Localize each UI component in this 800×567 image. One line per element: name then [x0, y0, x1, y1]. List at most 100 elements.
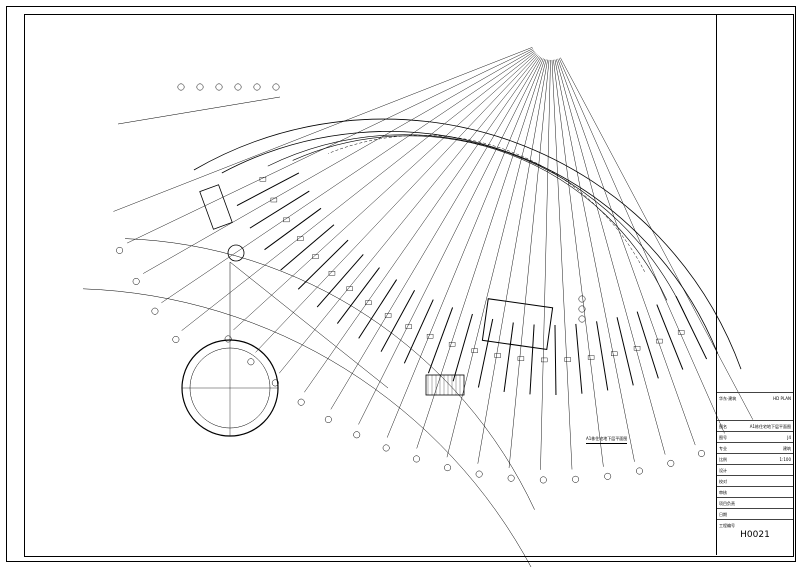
- grid-axis-bubble: [698, 450, 705, 457]
- radial-grid-line: [557, 58, 696, 446]
- grid-axis-bubble: [224, 335, 232, 343]
- grid-axis-bubble: [215, 83, 223, 91]
- plan-arc: [267, 134, 688, 319]
- room-partition: [675, 295, 708, 360]
- plan-arc: [83, 288, 532, 567]
- room-partition: [236, 172, 300, 207]
- room-partition: [380, 289, 416, 352]
- header-right-text: HD PLAN: [773, 396, 791, 401]
- title-block-row: 图名 A1栋住宅地下层平面图: [717, 420, 793, 433]
- grid-axis-bubble: [151, 307, 159, 315]
- stair-core: [227, 244, 245, 262]
- grid-axis-bubble: [297, 398, 305, 406]
- plan-arc: [221, 131, 719, 354]
- furniture-block: [471, 348, 478, 353]
- radial-grid-line: [358, 57, 543, 425]
- radial-grid-line: [113, 47, 533, 212]
- furniture-block: [517, 356, 525, 361]
- furniture-block: [426, 334, 434, 339]
- radial-grid-line: [558, 58, 725, 434]
- room-partition: [403, 299, 434, 364]
- title-block-label: 图号: [719, 435, 727, 440]
- room-partition: [358, 279, 398, 339]
- title-block-label: 专业: [719, 446, 727, 451]
- grid-axis-bubble: [272, 83, 280, 91]
- title-block-label: 审核: [719, 490, 727, 495]
- grid-axis-bubble: [572, 475, 580, 483]
- grid-axis-bubble: [353, 431, 361, 439]
- grid-axis-bubble: [196, 83, 204, 91]
- grid-axis-bubble: [247, 358, 255, 366]
- grid-axis-bubble: [234, 83, 242, 91]
- grid-axis-bubble: [172, 336, 180, 343]
- title-block-label: 工程编号: [719, 523, 735, 528]
- room-partition: [316, 254, 364, 308]
- title-block-label: 图名: [719, 424, 727, 429]
- furniture-block: [384, 313, 392, 318]
- grid-axis-bubble: [636, 467, 643, 475]
- header-left-text: 华东·建筑: [719, 396, 737, 401]
- furniture-block: [270, 197, 278, 203]
- room-partition: [477, 318, 494, 388]
- furniture-block: [677, 330, 685, 335]
- room-partition: [427, 307, 454, 374]
- title-block-value: A1栋住宅地下层平面图: [749, 424, 791, 429]
- grid-axis-bubble: [604, 472, 612, 480]
- radial-grid-line: [560, 57, 754, 420]
- title-block-label: 校对: [719, 479, 727, 484]
- dimension-line: [117, 96, 281, 125]
- radial-grid-line: [446, 59, 547, 458]
- radial-grid-line: [255, 54, 538, 353]
- right-wing-block: [481, 298, 554, 350]
- grid-axis-bubble: [413, 455, 420, 463]
- radial-grid-line: [330, 57, 541, 410]
- furniture-block: [541, 357, 548, 363]
- radial-grid-line: [554, 59, 635, 462]
- sheet-number: H0021: [740, 530, 770, 540]
- plan-arc: [328, 135, 645, 272]
- stair-block: [425, 374, 465, 396]
- title-block-row: 项目负责: [717, 497, 793, 510]
- radial-grid-line: [551, 59, 573, 470]
- title-block-row: 日期: [717, 508, 793, 521]
- room-partition: [503, 322, 514, 392]
- room-partition: [452, 313, 473, 382]
- title-block-row: 专业建筑: [717, 442, 793, 455]
- plan-arc: [193, 118, 742, 370]
- grid-axis-bubble: [578, 305, 586, 313]
- grid-axis-bubble: [507, 474, 515, 482]
- furniture-block: [494, 353, 501, 358]
- furniture-block: [312, 254, 319, 259]
- room-partition: [636, 311, 659, 379]
- inner-border: [24, 14, 794, 557]
- room-partition: [529, 324, 535, 395]
- radial-grid-line: [553, 59, 604, 467]
- furniture-block: [656, 338, 663, 344]
- room-partition: [575, 323, 583, 394]
- radial-grid-line: [279, 55, 539, 374]
- stair-block: [199, 184, 233, 230]
- room-partition: [264, 207, 322, 251]
- grid-axis-bubble: [271, 379, 279, 387]
- title-block-label: 比例: [719, 457, 727, 462]
- grid-axis-bubble: [177, 83, 185, 91]
- title-block-row: 校对: [717, 475, 793, 488]
- title-block-label: 设计: [719, 468, 727, 473]
- title-block-row: 图号 J4: [717, 431, 793, 444]
- title-block-value: J4: [787, 435, 791, 440]
- connector-line: [229, 261, 389, 389]
- furniture-block: [611, 351, 618, 356]
- grid-axis-bubble: [324, 416, 332, 423]
- outer-border: [6, 6, 796, 562]
- radial-grid-line: [508, 59, 550, 468]
- plan-arc: [292, 135, 668, 301]
- grid-axis-bubble: [667, 459, 675, 467]
- grid-axis-bubble: [382, 444, 390, 452]
- title-block: 华东·建筑 HD PLAN H0021 图名 A1栋住宅地下层平面图图号 J4 专业建…: [716, 14, 793, 555]
- radial-grid-line: [416, 58, 545, 449]
- grid-axis-bubble: [253, 83, 261, 91]
- furniture-block: [365, 300, 372, 305]
- drawing-caption: A1栋住宅地下层平面图: [586, 436, 628, 444]
